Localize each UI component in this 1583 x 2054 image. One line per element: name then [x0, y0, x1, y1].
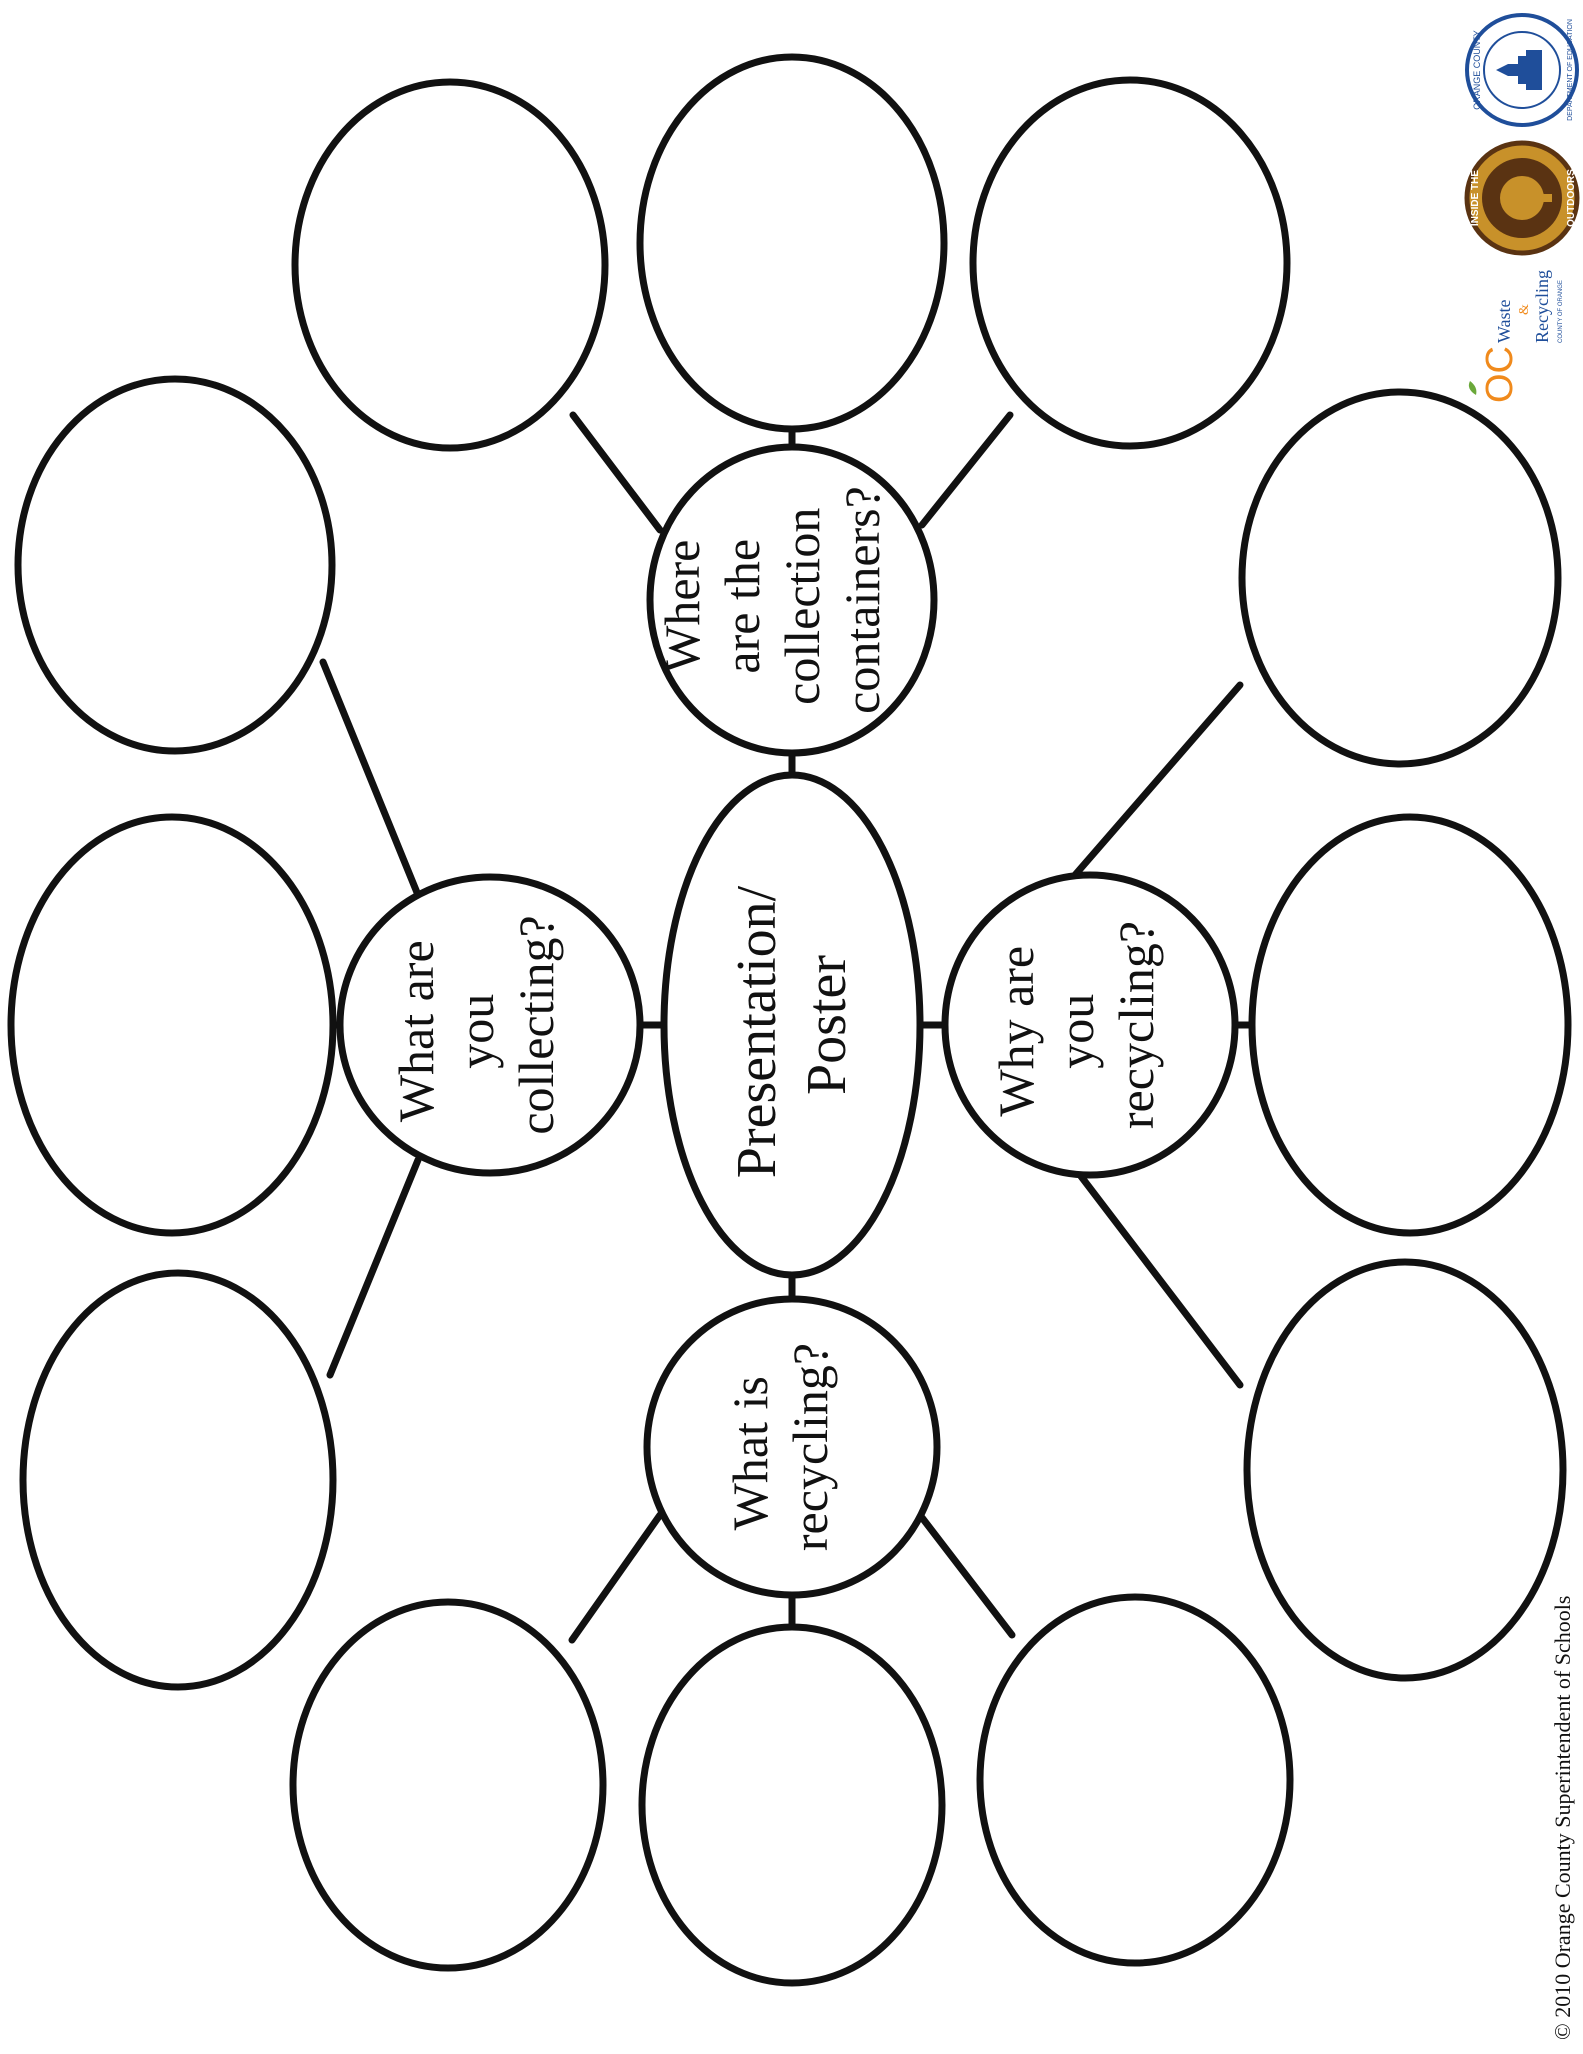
answer-bubble[interactable]	[969, 76, 1291, 450]
connector-where-upper-left	[569, 411, 664, 534]
answer-bubble[interactable]	[289, 1598, 607, 1972]
connector-whatis-lower-right	[916, 1511, 1016, 1639]
answer-bubble[interactable]	[19, 1269, 337, 1691]
answer-bubble[interactable]	[1248, 813, 1572, 1237]
seal-bottom-text: DEPARTMENT OF EDUCATION	[1567, 19, 1574, 121]
question-collecting-label: What are you collecting?	[388, 915, 564, 1134]
oc-waste-line3: Recycling	[1532, 270, 1552, 343]
question-collecting-node: What are you collecting?	[336, 873, 644, 1177]
answer-bubble[interactable]	[976, 1593, 1294, 1967]
answer-bubble[interactable]	[636, 53, 948, 433]
bell-tower-icon	[1496, 50, 1542, 90]
leaf-icon	[1468, 381, 1477, 395]
answer-bubble[interactable]	[14, 375, 336, 755]
question-whatis-node: What is recycling?	[643, 1295, 941, 1599]
answer-bubble[interactable]	[1243, 1258, 1567, 1682]
outdoors-bottom-text: OUTDOORS	[1566, 169, 1577, 227]
question-circle-why	[941, 871, 1239, 1179]
center-node: Presentation/ Poster	[660, 771, 924, 1279]
tree-trunk-icon	[1532, 194, 1552, 202]
tree-canopy-icon	[1500, 176, 1544, 220]
oc-waste-line1: Waste	[1494, 299, 1514, 343]
outdoors-top-text: INSIDE THE	[1470, 170, 1481, 226]
oc-mark: OC	[1479, 346, 1521, 403]
connector-where-upper-right	[918, 411, 1014, 529]
oc-waste-line2: &	[1517, 304, 1532, 315]
question-circle-collecting	[336, 873, 644, 1177]
oc-waste-sub: COUNTY OF ORANGE	[1558, 280, 1564, 343]
question-circle-where	[646, 443, 938, 757]
question-why-node: Why are you recycling?	[941, 871, 1239, 1179]
answer-bubble[interactable]	[291, 78, 609, 452]
copyright-text: © 2010 Orange County Superintendent of S…	[1550, 1596, 1575, 2040]
logo-oc-waste-recycling: OC Waste & Recycling COUNTY OF ORANGE	[1468, 270, 1564, 403]
answer-bubble[interactable]	[1238, 388, 1562, 768]
question-where-node: Where are the collection containers?	[646, 443, 938, 757]
seal-top-text: ORANGE COUNTY	[1472, 30, 1482, 110]
connector-collecting-upper	[319, 658, 422, 899]
center-label: Presentation/ Poster	[726, 872, 858, 1178]
connector-why-lower	[1076, 1171, 1244, 1389]
seal-inner-ring	[1483, 31, 1561, 109]
question-where-label: Where are the collection containers?	[654, 486, 890, 714]
answer-bubble[interactable]	[7, 813, 337, 1237]
answer-bubble[interactable]	[638, 1623, 946, 1987]
connector-why-upper	[1071, 681, 1244, 879]
question-circle-whatis	[643, 1295, 941, 1599]
connector-collecting-lower	[326, 1156, 422, 1379]
question-whatis-label: What is recycling?	[722, 1343, 838, 1551]
logo-dept-education: ORANGE COUNTY DEPARTMENT OF EDUCATION	[1465, 13, 1579, 127]
connector-whatis-lower-left	[568, 1511, 664, 1644]
question-why-label: Why are you recycling?	[988, 921, 1164, 1129]
logo-inside-the-outdoors: INSIDE THE OUTDOORS	[1464, 140, 1580, 256]
center-ellipse	[660, 771, 924, 1279]
answer-bubbles	[7, 53, 1572, 1987]
